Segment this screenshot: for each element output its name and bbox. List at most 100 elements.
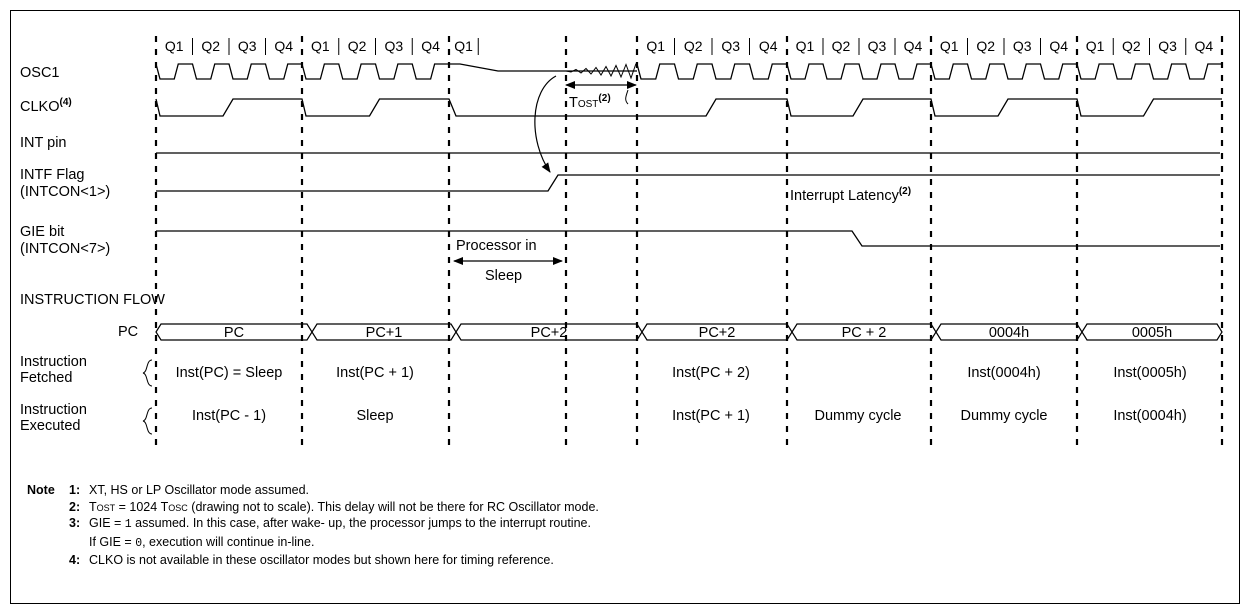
instruction-flow-title: INSTRUCTION FLOW bbox=[20, 292, 165, 308]
executed-row: Inst(PC - 1) Sleep Inst(PC + 1) Dummy cycle… bbox=[192, 408, 1187, 424]
pc-value: PC bbox=[224, 325, 244, 341]
wakeup-arrow bbox=[534, 75, 557, 173]
oscillator-startup-waveform bbox=[565, 63, 637, 80]
note-number: 4: bbox=[69, 553, 81, 568]
pc-value: PC + 2 bbox=[842, 325, 887, 341]
note-text: , execution will continue in-line. bbox=[142, 534, 315, 549]
interrupt-latency-text: Interrupt Latency bbox=[790, 188, 900, 204]
fetched-instruction: Inst(0004h) bbox=[967, 365, 1040, 381]
executed-instruction: Inst(PC - 1) bbox=[192, 408, 266, 424]
osc1-label: OSC1 bbox=[20, 65, 60, 81]
note-item: If GIE = 0, execution will continue in-l… bbox=[27, 534, 599, 553]
q-label: Q2 bbox=[976, 38, 995, 54]
fetched-instruction: Inst(PC) = Sleep bbox=[176, 365, 283, 381]
fetched-instruction: Inst(PC + 2) bbox=[672, 365, 750, 381]
clko-label-text: CLKO bbox=[20, 99, 60, 115]
executed-row-label-2: Executed bbox=[20, 418, 80, 434]
note-text: assumed. In this case, after wake- up, t… bbox=[131, 516, 591, 531]
q-label: Q3 bbox=[238, 38, 257, 54]
note-number: 2: bbox=[69, 499, 81, 514]
q-label: Q3 bbox=[868, 38, 887, 54]
pc-value: PC+1 bbox=[366, 325, 403, 341]
tost-text: Tost bbox=[569, 95, 598, 111]
note-text: = 1024 bbox=[115, 499, 161, 514]
note-item: 4: CLKO is not available in these oscilla… bbox=[27, 552, 599, 569]
executed-instruction: Inst(PC + 1) bbox=[672, 408, 750, 424]
q-label: Q4 bbox=[759, 38, 778, 54]
pc-value: 0005h bbox=[1132, 325, 1172, 341]
note-pre: If GIE = bbox=[89, 534, 136, 549]
executed-row-label-1: Instruction bbox=[20, 402, 87, 418]
q-label: Q3 bbox=[1013, 38, 1032, 54]
interrupt-latency-label: Interrupt Latency(2) bbox=[790, 186, 911, 204]
q-label: Q4 bbox=[1195, 38, 1214, 54]
int-pin-label: INT pin bbox=[20, 135, 66, 151]
notes: Note 1: XT, HS or LP Oscillator mode assum… bbox=[27, 482, 599, 569]
executed-instruction: Inst(0004h) bbox=[1113, 408, 1186, 424]
note-number: 1: bbox=[69, 483, 81, 497]
interrupt-latency-note: (2) bbox=[899, 186, 911, 197]
intf-flag-label: INTF Flag bbox=[20, 167, 84, 183]
osc1-waveform bbox=[155, 63, 637, 80]
processor-in-label: Processor in bbox=[456, 238, 537, 254]
q-label: Q3 bbox=[385, 38, 404, 54]
clko-resume-arrow bbox=[625, 89, 629, 105]
q-label: Q1 bbox=[940, 38, 959, 54]
q-label: Q1 bbox=[165, 38, 184, 54]
pc-row-label: PC bbox=[118, 324, 138, 340]
pc-bus-segment bbox=[1081, 323, 1223, 341]
osc1-waveform-resumed bbox=[636, 63, 1222, 80]
clko-label: CLKO(4) bbox=[20, 97, 72, 115]
note-pre: GIE = bbox=[89, 516, 125, 531]
q-label: Q1 bbox=[796, 38, 815, 54]
gie-register-label: (INTCON<7>) bbox=[20, 241, 110, 257]
gie-bit-label: GIE bit bbox=[20, 224, 64, 240]
note-number: 3: bbox=[69, 516, 81, 531]
q-label: Q1 bbox=[311, 38, 330, 54]
q-label: Q4 bbox=[274, 38, 293, 54]
q-label: Q2 bbox=[201, 38, 220, 54]
tost-note: (2) bbox=[598, 93, 610, 104]
fetched-brace bbox=[142, 359, 153, 387]
q-label: Q2 bbox=[684, 38, 703, 54]
executed-brace bbox=[142, 407, 153, 435]
q-label: Q3 bbox=[1158, 38, 1177, 54]
note-text: XT, HS or LP Oscillator mode assumed. bbox=[89, 483, 309, 497]
intf-flag-waveform bbox=[156, 174, 1220, 192]
clko-note: (4) bbox=[60, 97, 72, 108]
intf-register-label: (INTCON<1>) bbox=[20, 184, 110, 200]
fetched-row: Inst(PC) = Sleep Inst(PC + 1) Inst(PC + 2)… bbox=[176, 365, 1187, 381]
fetched-row-label-1: Instruction bbox=[20, 354, 87, 370]
q-label: Q4 bbox=[904, 38, 923, 54]
pc-value: PC+2 bbox=[531, 325, 568, 341]
fetched-instruction: Inst(PC + 1) bbox=[336, 365, 414, 381]
executed-instruction: Dummy cycle bbox=[960, 408, 1047, 424]
q-label: Q4 bbox=[1049, 38, 1068, 54]
q-label: Q4 bbox=[421, 38, 440, 54]
executed-instruction: Dummy cycle bbox=[814, 408, 901, 424]
q-label: Q1 bbox=[1086, 38, 1105, 54]
sleep-label: Sleep bbox=[485, 268, 522, 284]
note-text-cont: (drawing not to scale). This delay will … bbox=[187, 499, 599, 514]
executed-instruction: Sleep bbox=[356, 408, 393, 424]
note-title: Note bbox=[27, 483, 55, 497]
note-code: 1 bbox=[124, 518, 132, 532]
fetched-row-label-2: Fetched bbox=[20, 370, 72, 386]
q-label: Q1 bbox=[646, 38, 665, 54]
note-item: 2:Tost = 1024 Tosc (drawing not to scale… bbox=[27, 499, 599, 516]
cycle-boundaries bbox=[154, 36, 1224, 452]
fetched-instruction: Inst(0005h) bbox=[1113, 365, 1186, 381]
pc-value: 0004h bbox=[989, 325, 1029, 341]
q-label: Q1 bbox=[454, 38, 473, 54]
clko-waveform bbox=[155, 98, 1222, 117]
q-label: Q2 bbox=[348, 38, 367, 54]
diagram-frame bbox=[10, 10, 1240, 604]
note-tosc: Tosc bbox=[160, 499, 188, 514]
note-text: CLKO is not available in these oscillato… bbox=[89, 553, 554, 568]
note-item: 3: GIE = 1 assumed. In this case, after w… bbox=[27, 515, 599, 534]
tost-label: Tost(2) bbox=[569, 93, 611, 111]
pc-value: PC+2 bbox=[699, 325, 736, 341]
q-label: Q3 bbox=[721, 38, 740, 54]
